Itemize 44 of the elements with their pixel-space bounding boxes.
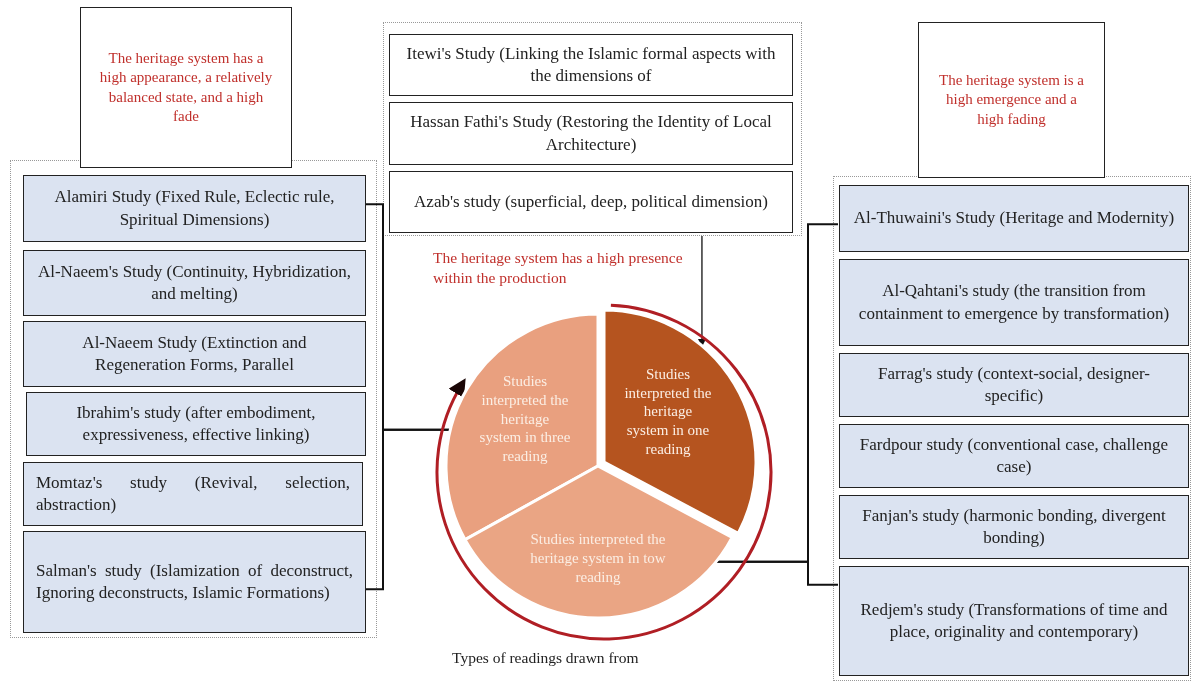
study-box bbox=[839, 185, 1189, 252]
heading-box bbox=[918, 22, 1105, 178]
study-box bbox=[839, 259, 1189, 346]
study-box bbox=[23, 175, 366, 242]
study-text: Itewi's Study (Linking the Islamic formal aspects with the dimensions of bbox=[405, 42, 777, 87]
heading-box bbox=[80, 7, 292, 168]
study-text: Farrag's study (context-social, designer-specific) bbox=[877, 362, 1151, 407]
slice-text: Studies interpreted the heritage system in one reading bbox=[623, 365, 713, 459]
study-text: Al-Thuwaini's Study (Heritage and Modernity) bbox=[852, 207, 1176, 230]
study-text: Fardpour study (conventional case, challenge case) bbox=[858, 433, 1170, 478]
study-text: Redjem's study (Transformations of time and place, originality and contemporary) bbox=[859, 598, 1169, 643]
study-box bbox=[23, 321, 366, 387]
study-box bbox=[839, 353, 1189, 417]
study-text: Azab's study (superficial, deep, political dimension) bbox=[413, 190, 769, 213]
study-text: Salman's study (Islamization of deconstruct, Ignoring deconstructs, Islamic Formations) bbox=[36, 559, 353, 604]
study-box bbox=[26, 392, 366, 456]
study-text: Alamiri Study (Fixed Rule, Eclectic rule, Spiritual Dimensions) bbox=[53, 186, 336, 231]
connector-line bbox=[435, 303, 773, 641]
heading-text: The heritage system is a high emergence and a high fading bbox=[938, 70, 1085, 129]
study-box bbox=[839, 566, 1189, 676]
study-text: Al-Qahtani's study (the transition from containment to emergence by transformation) bbox=[857, 280, 1171, 325]
study-box bbox=[389, 34, 793, 96]
group-frame bbox=[833, 176, 1191, 681]
study-box bbox=[389, 171, 793, 233]
study-text: Al-Naeem's Study (Continuity, Hybridization, and melting) bbox=[36, 260, 353, 305]
study-text: Fanjan's study (harmonic bonding, divergent bonding) bbox=[861, 504, 1167, 549]
group-frame bbox=[10, 160, 377, 638]
slice-text: Studies interpreted the heritage system in three reading bbox=[479, 372, 571, 466]
study-text: Ibrahim's study (after embodiment, expressiveness, effective linking) bbox=[75, 401, 317, 446]
study-box bbox=[23, 462, 363, 526]
connector-line bbox=[697, 235, 706, 347]
study-box bbox=[839, 424, 1189, 488]
study-box bbox=[389, 102, 793, 165]
study-box bbox=[23, 531, 366, 633]
note-text: Types of readings drawn from bbox=[452, 648, 640, 668]
heading-text: The heritage system has a high appearance, a relatively balanced state, and a high fade bbox=[98, 48, 274, 126]
study-text: Hassan Fathi's Study (Restoring the Identity of Local Architecture) bbox=[409, 111, 773, 156]
study-box bbox=[839, 495, 1189, 559]
study-text: Momtaz's study (Revival, selection, abstraction) bbox=[36, 471, 350, 516]
slice-text: Studies interpreted the heritage system in tow reading bbox=[529, 530, 667, 587]
note-text: The heritage system has a high presence within the production bbox=[433, 248, 684, 289]
group-frame bbox=[383, 22, 802, 236]
study-box bbox=[23, 250, 366, 316]
study-text: Al-Naeem Study (Extinction and Regeneration Forms, Parallel bbox=[81, 331, 308, 376]
